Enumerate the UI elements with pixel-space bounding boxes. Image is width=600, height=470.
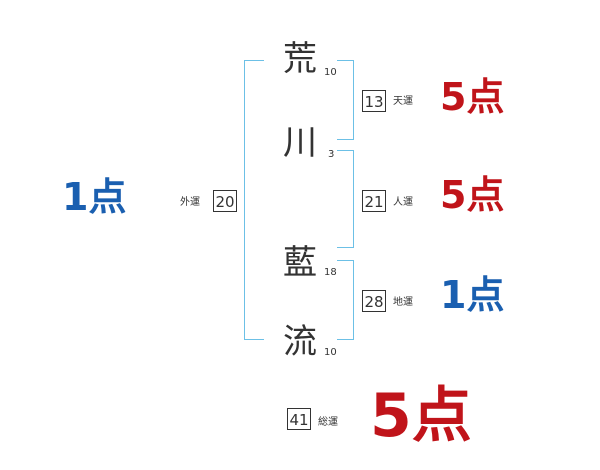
jinkaku-bracket — [337, 150, 354, 248]
gaikaku-label: 外運 — [180, 197, 200, 208]
jinkaku-value: 21 — [362, 190, 386, 212]
name-char-3-strokes: 18 — [324, 267, 337, 278]
jinkaku-score: 5点 — [440, 173, 505, 217]
chikaku-bracket — [337, 260, 354, 340]
name-char-4: 流 — [283, 322, 317, 362]
tenkaku-label: 天運 — [393, 96, 413, 107]
gaikaku-value: 20 — [213, 190, 237, 212]
name-char-1-strokes: 10 — [324, 67, 337, 78]
name-char-2: 川 — [283, 123, 317, 163]
tenkaku-value: 13 — [362, 90, 386, 112]
name-char-1: 荒 — [283, 39, 317, 79]
soukaku-label: 総運 — [318, 417, 338, 428]
name-char-4-strokes: 10 — [324, 347, 337, 358]
soukaku-value: 41 — [287, 408, 311, 430]
chikaku-label: 地運 — [393, 297, 413, 308]
name-char-3: 藍 — [283, 243, 317, 283]
tenkaku-bracket — [337, 60, 354, 140]
name-char-2-strokes: 3 — [328, 149, 335, 160]
outer-bracket — [244, 60, 264, 340]
chikaku-value: 28 — [362, 290, 386, 312]
gaikaku-score: 1点 — [62, 175, 127, 219]
chikaku-score: 1点 — [440, 273, 505, 317]
jinkaku-label: 人運 — [393, 197, 413, 208]
soukaku-score: 5点 — [370, 381, 472, 451]
tenkaku-score: 5点 — [440, 75, 505, 119]
